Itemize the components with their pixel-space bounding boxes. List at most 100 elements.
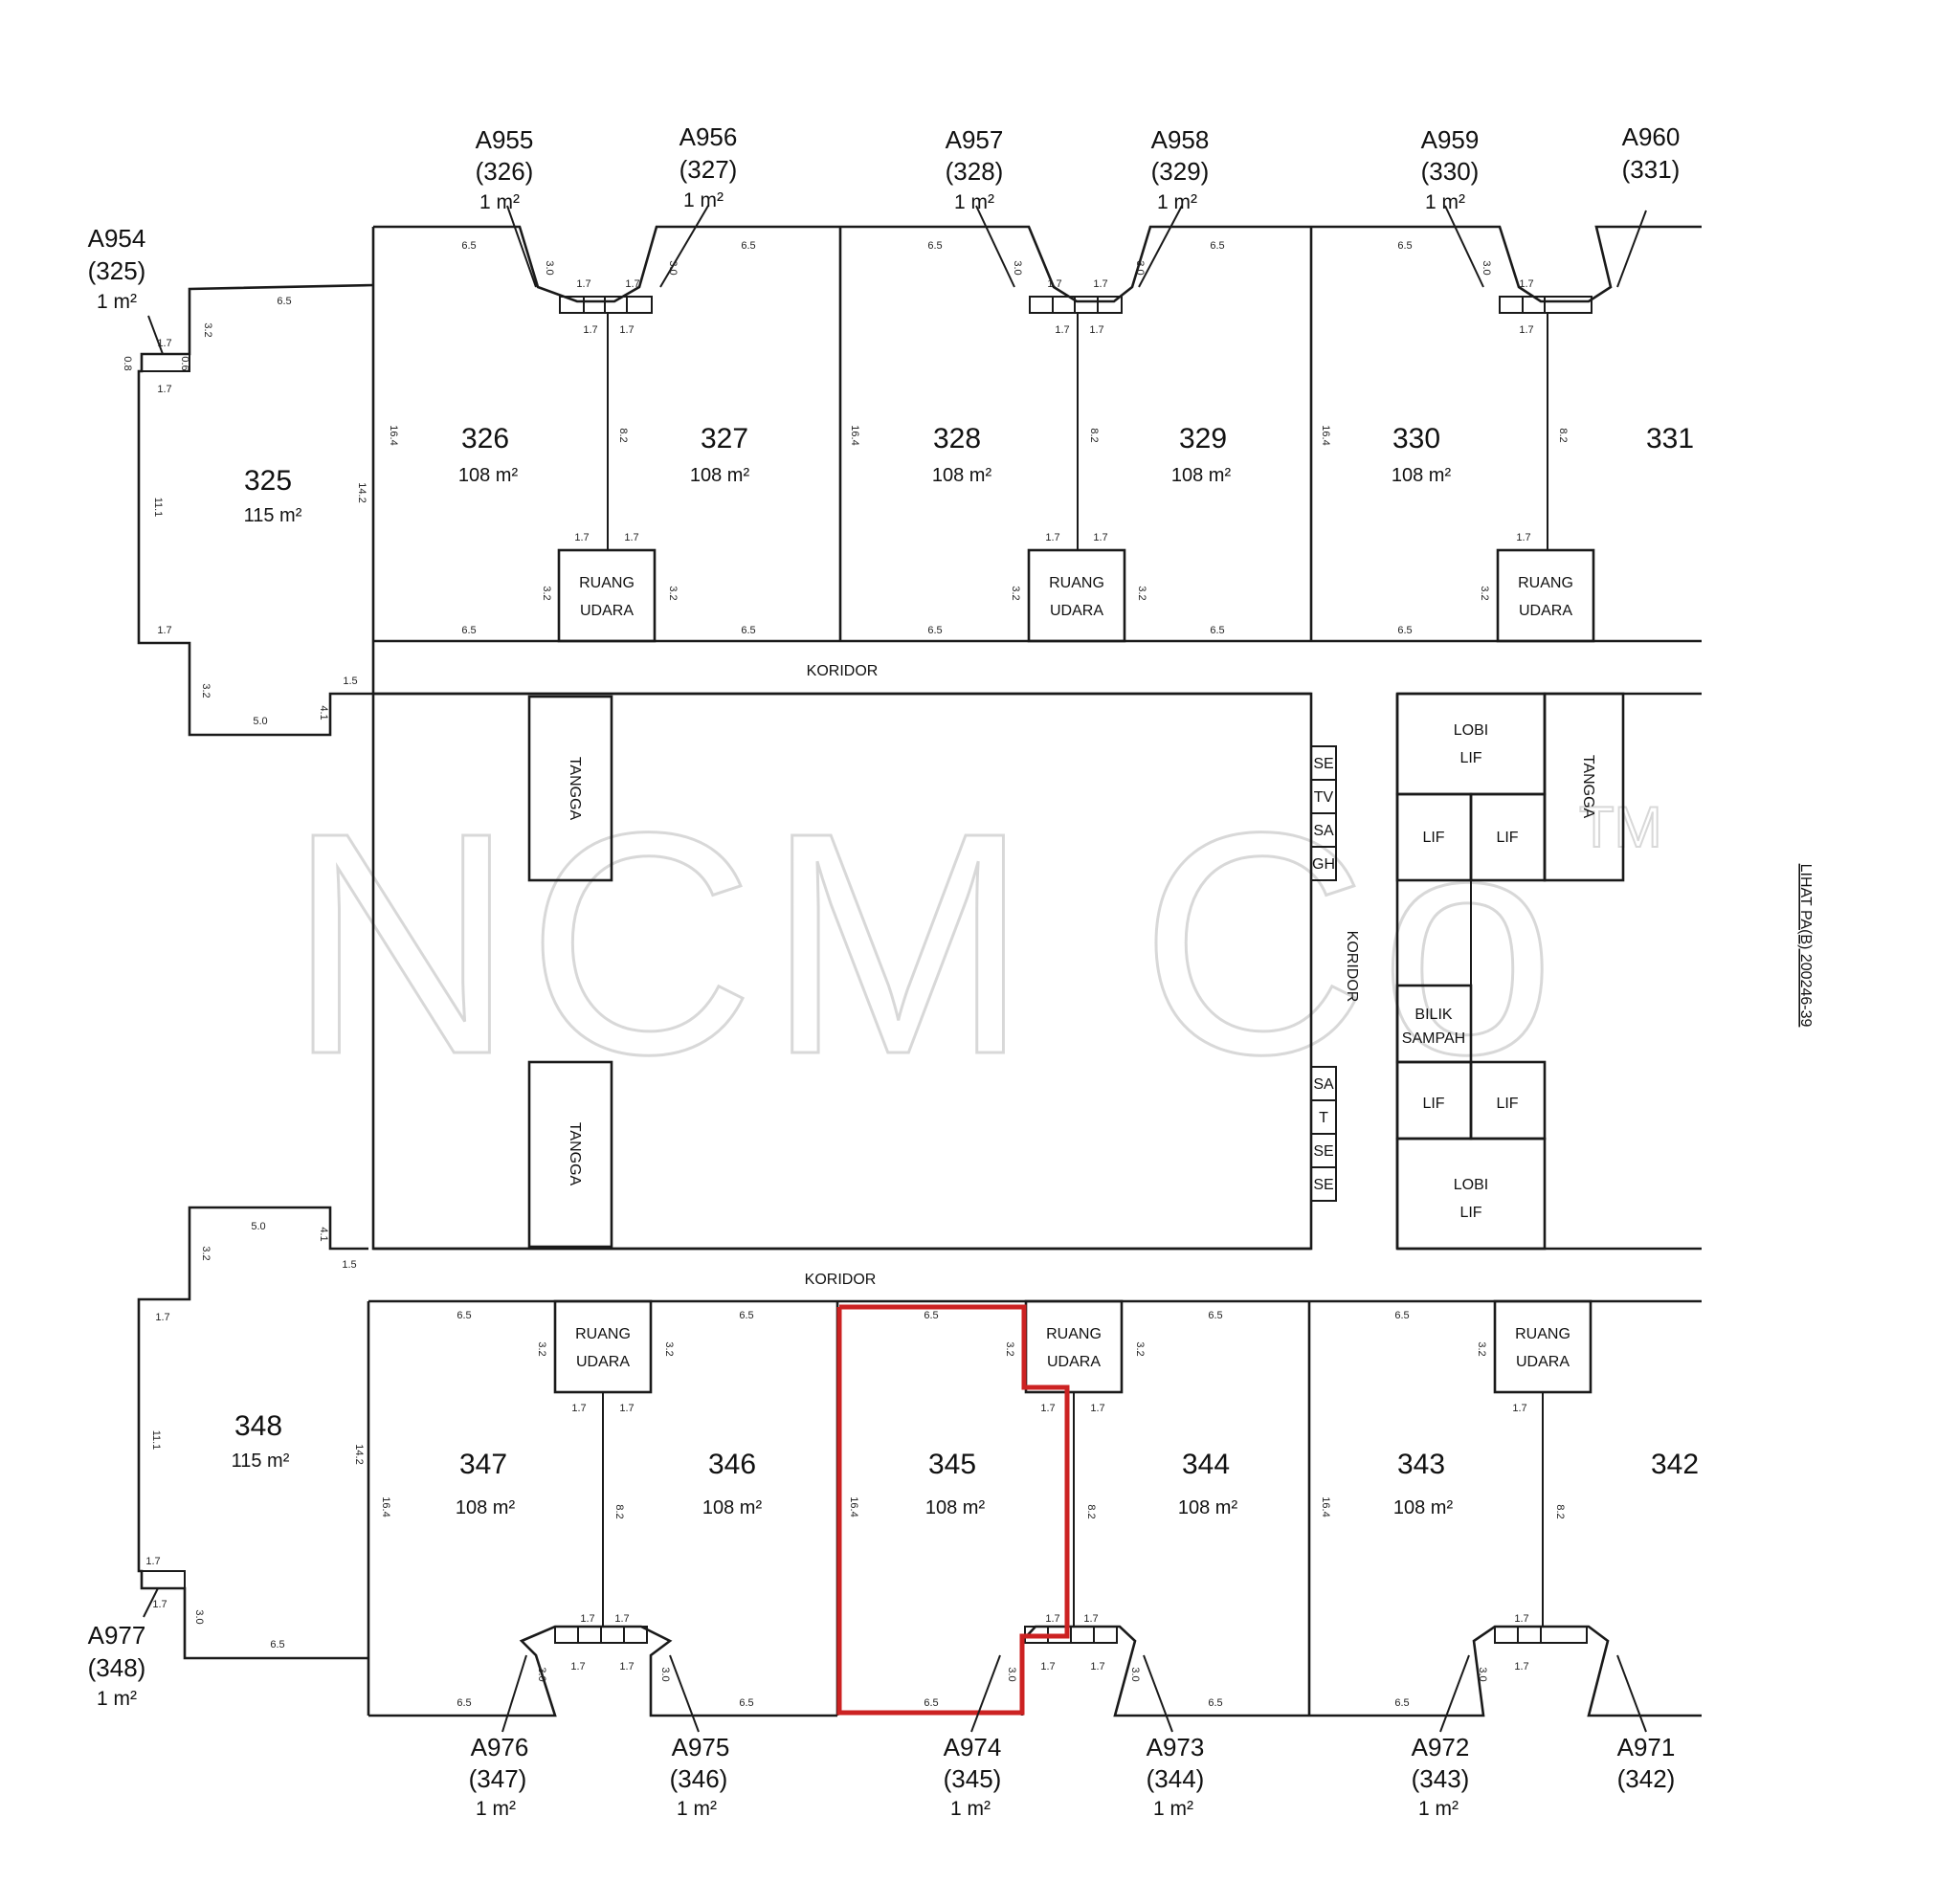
svg-text:1 m²: 1 m²: [97, 291, 137, 313]
svg-text:14.2: 14.2: [356, 482, 368, 502]
svg-text:331: 331: [1646, 423, 1694, 454]
accessory-tag-A954: A954 (325) 1 m²: [88, 224, 146, 313]
svg-text:(347): (347): [469, 1764, 527, 1793]
svg-text:A976: A976: [471, 1733, 529, 1761]
svg-text:6.5: 6.5: [739, 1310, 753, 1321]
unit-325-outline: [137, 283, 374, 737]
svg-text:RUANG: RUANG: [1049, 575, 1104, 591]
air-well-label: RUANG UDARA RUANG UDARA RUANG UDARA RUAN…: [575, 575, 1573, 1370]
svg-text:A959: A959: [1421, 125, 1480, 154]
service-codes-upper: SE TV SA GH: [1312, 756, 1335, 873]
svg-text:UDARA: UDARA: [1519, 603, 1572, 619]
svg-text:1.7: 1.7: [571, 1403, 586, 1414]
svg-text:108 m²: 108 m²: [458, 465, 519, 486]
svg-text:16.4: 16.4: [380, 1496, 391, 1517]
svg-text:345: 345: [928, 1449, 976, 1480]
svg-text:108 m²: 108 m²: [702, 1497, 763, 1518]
accessory-tag-A960: A960 (331): [1622, 122, 1681, 184]
stair-upper: [527, 695, 613, 882]
svg-text:1.7: 1.7: [1083, 1613, 1098, 1625]
svg-text:(326): (326): [476, 157, 534, 186]
svg-text:1.7: 1.7: [1045, 1613, 1059, 1625]
svg-text:LOBI: LOBI: [1454, 1177, 1488, 1193]
svg-text:1 m²: 1 m²: [97, 1688, 137, 1710]
svg-text:1.7: 1.7: [625, 278, 639, 290]
svg-text:A971: A971: [1617, 1733, 1676, 1761]
svg-text:A954: A954: [88, 224, 146, 253]
svg-text:3.0: 3.0: [659, 1667, 671, 1681]
svg-text:1.7: 1.7: [1090, 1403, 1104, 1414]
svg-text:327: 327: [701, 423, 748, 454]
lower-bottom-wall-3: [1309, 1625, 1702, 1717]
svg-text:1.7: 1.7: [1093, 532, 1107, 543]
svg-text:328: 328: [933, 423, 981, 454]
reference-note: LIHAT PA(B) 200246-39: [1797, 864, 1814, 1028]
svg-text:6.5: 6.5: [1397, 240, 1412, 252]
svg-text:3.0: 3.0: [1477, 1667, 1488, 1681]
svg-text:6.5: 6.5: [1208, 1697, 1222, 1709]
svg-text:SE: SE: [1313, 1143, 1333, 1160]
svg-text:6.5: 6.5: [924, 1697, 938, 1709]
svg-text:A974: A974: [944, 1733, 1002, 1761]
svg-text:3.0: 3.0: [1006, 1667, 1017, 1681]
svg-text:6.5: 6.5: [1397, 625, 1412, 636]
svg-text:UDARA: UDARA: [580, 603, 634, 619]
svg-text:115 m²: 115 m²: [244, 505, 302, 526]
svg-text:3.2: 3.2: [541, 586, 552, 600]
svg-text:1.7: 1.7: [1512, 1403, 1526, 1414]
svg-text:342: 342: [1651, 1449, 1699, 1480]
svg-text:(343): (343): [1412, 1764, 1470, 1793]
svg-text:(344): (344): [1147, 1764, 1205, 1793]
svg-text:108 m²: 108 m²: [925, 1497, 986, 1518]
unit-345-highlight: [836, 1304, 1070, 1716]
air-well-lower-3: [1493, 1299, 1592, 1394]
svg-text:16.4: 16.4: [1320, 1496, 1331, 1517]
svg-text:RUANG: RUANG: [575, 1326, 631, 1342]
svg-text:3.0: 3.0: [1012, 260, 1023, 275]
svg-text:8.2: 8.2: [1085, 1504, 1097, 1518]
svg-text:3.0: 3.0: [667, 260, 679, 275]
accessory-tag-A956: A956 (327) 1 m²: [679, 122, 738, 211]
svg-text:SE: SE: [1313, 756, 1333, 772]
svg-text:1 m²: 1 m²: [479, 191, 520, 213]
lower-bottom-wall-2: [1020, 1625, 1309, 1717]
svg-text:1 m²: 1 m²: [683, 189, 724, 211]
svg-text:115 m²: 115 m²: [232, 1451, 290, 1472]
corridor-label-vertical: KORIDOR: [1344, 931, 1360, 1003]
svg-text:A977: A977: [88, 1621, 146, 1650]
svg-text:3.2: 3.2: [202, 322, 213, 337]
svg-text:6.5: 6.5: [927, 625, 942, 636]
svg-text:1.7: 1.7: [570, 1661, 585, 1673]
svg-text:UDARA: UDARA: [1047, 1354, 1101, 1370]
svg-text:(325): (325): [88, 256, 146, 285]
lift-label: LIF: [1422, 830, 1444, 846]
svg-text:3.0: 3.0: [544, 260, 555, 275]
unit-label-346: 346 108 m²: [702, 1449, 763, 1518]
svg-text:1.7: 1.7: [1089, 324, 1103, 336]
air-well-upper-1: [557, 548, 657, 643]
svg-text:1.7: 1.7: [619, 1403, 634, 1414]
svg-text:1.7: 1.7: [580, 1613, 594, 1625]
svg-text:RUANG: RUANG: [1518, 575, 1573, 591]
svg-text:3.0: 3.0: [193, 1609, 205, 1624]
svg-text:1 m²: 1 m²: [950, 1798, 991, 1820]
svg-text:1.7: 1.7: [1040, 1661, 1055, 1673]
unit-label-325: 325 115 m²: [244, 465, 302, 526]
svg-text:3.0: 3.0: [1129, 1667, 1141, 1681]
svg-text:0.6: 0.6: [179, 356, 190, 370]
svg-text:1 m²: 1 m²: [954, 191, 994, 213]
svg-text:6.5: 6.5: [1210, 625, 1224, 636]
svg-text:108 m²: 108 m²: [932, 465, 992, 486]
svg-text:A960: A960: [1622, 122, 1681, 151]
svg-text:1.7: 1.7: [583, 324, 597, 336]
watermark-tm: TM: [1579, 795, 1662, 859]
unit-label-330: 330 108 m²: [1392, 423, 1452, 486]
svg-text:A975: A975: [672, 1733, 730, 1761]
svg-text:A958: A958: [1151, 125, 1210, 154]
lift-lobby-lower: [1395, 1137, 1547, 1251]
svg-text:108 m²: 108 m²: [456, 1497, 516, 1518]
svg-text:SA: SA: [1313, 823, 1334, 839]
unit-label-331: 331: [1646, 423, 1694, 454]
svg-text:A955: A955: [476, 125, 534, 154]
